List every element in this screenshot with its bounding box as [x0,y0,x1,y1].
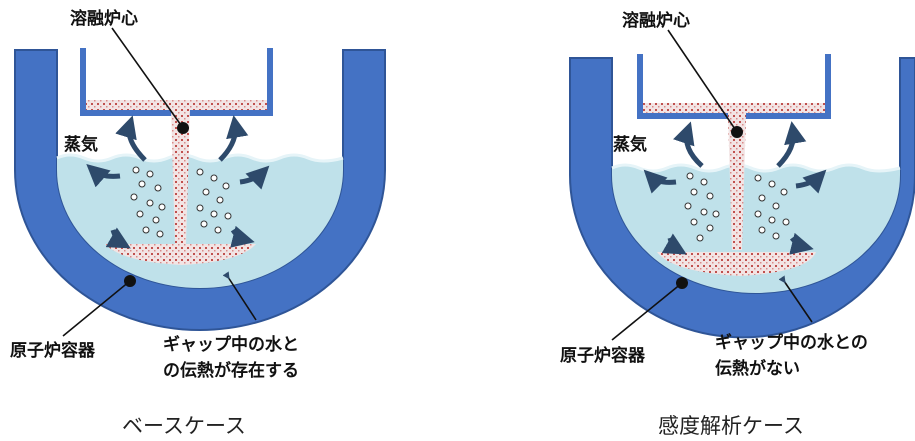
steam-label: 蒸気 [64,134,98,155]
molten-core-stream [728,113,746,250]
core-label: 溶融炉心 [70,8,138,29]
core-marker [177,122,189,134]
core-plate [86,100,267,110]
steam-label: 蒸気 [613,134,647,155]
gap-note-line-1: ギャップ中の水と [163,334,299,355]
core-plate [643,103,825,113]
vessel-leader-line [611,282,683,341]
molten-core-stream [171,110,190,244]
gap-note-line-2: 伝熱がない [715,358,800,379]
gap-leader-line [222,271,257,321]
panel-base-case: 溶融炉心 蒸気 原子炉容器 ギャップ中の水と の伝熱が存在する ベースケース [10,8,386,438]
steam-flow-arrows [86,115,270,249]
vessel-leader-line [62,280,131,337]
panel-caption: 感度解析ケース [658,414,804,438]
steam-flow-arrows [643,121,827,255]
core-label: 溶融炉心 [622,10,690,31]
debris-bed [657,252,816,276]
vessel-label: 原子炉容器 [560,345,646,366]
core-leader-line [111,27,184,129]
reactor-vessel [14,49,386,331]
steam-bubbles [684,172,790,242]
water-surface [56,153,344,163]
gap-leader-line [778,275,813,323]
gap-note-line-2: の伝熱が存在する [163,360,299,381]
core-marker [731,126,743,138]
panel-sensitivity-case: 溶融炉心 蒸気 原子炉容器 ギャップ中の水との 伝熱がない 感度解析ケース [560,10,915,438]
panel-caption: ベースケース [122,414,246,438]
gap-note-line-1: ギャップ中の水との [715,332,868,353]
core-leader-line [667,29,738,133]
vessel-marker [124,275,136,287]
vessel-label: 原子炉容器 [10,340,96,361]
debris-bed [105,244,256,265]
vessel-marker [676,277,688,289]
steam-bubbles [130,166,232,238]
